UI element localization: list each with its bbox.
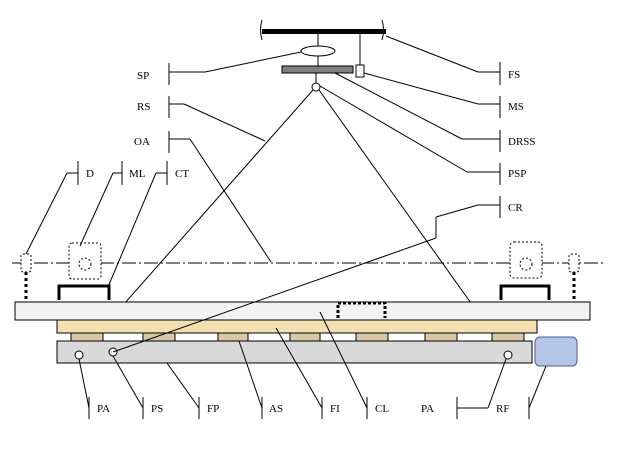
label-group-fs: FS xyxy=(385,35,520,85)
label-group-fp: FP xyxy=(166,362,219,419)
label-pa-left: PA xyxy=(97,403,110,415)
wood-board xyxy=(56,319,538,334)
label-cl: CL xyxy=(375,403,389,415)
table-top xyxy=(14,301,591,321)
focal-point xyxy=(311,82,321,92)
label-group-ml: ML xyxy=(79,161,146,247)
label-rf: RF xyxy=(496,403,509,415)
label-fi: FI xyxy=(330,403,340,415)
detector-box xyxy=(534,336,578,367)
label-cr: CR xyxy=(508,202,523,214)
label-fs: FS xyxy=(508,69,520,81)
label-group-cr: CR xyxy=(112,196,523,353)
label-psp: PSP xyxy=(508,168,526,180)
label-group-as: AS xyxy=(238,340,283,419)
pin-left xyxy=(74,350,84,360)
label-ps: PS xyxy=(151,403,163,415)
label-drss: DRSS xyxy=(508,136,536,148)
right-marker xyxy=(499,241,551,300)
label-oa: OA xyxy=(134,136,150,148)
label-group-sp: SP xyxy=(137,51,302,85)
label-d: D xyxy=(86,168,94,180)
label-group-fi: FI xyxy=(275,327,340,419)
label-group-d: D xyxy=(25,161,94,255)
right-dashed-support xyxy=(568,253,580,302)
label-rs: RS xyxy=(137,101,150,113)
label-ml: ML xyxy=(129,168,146,180)
label-group-ps: PS xyxy=(112,355,163,419)
label-group-pa-right: PA xyxy=(421,358,507,419)
source-ellipse xyxy=(300,45,336,57)
left-dashed-support xyxy=(20,253,32,302)
label-group-rf: RF xyxy=(496,365,547,419)
label-sp: SP xyxy=(137,70,149,82)
label-group-drss: DRSS xyxy=(334,72,536,152)
label-as: AS xyxy=(269,403,283,415)
plate-disc xyxy=(281,65,354,74)
left-marker xyxy=(57,242,111,300)
small-sensor xyxy=(355,64,365,78)
bottom-plate xyxy=(56,340,533,364)
label-group-ms: MS xyxy=(363,72,524,118)
pad-blocks xyxy=(70,332,525,342)
label-fp: FP xyxy=(207,403,219,415)
label-pa-right: PA xyxy=(421,403,434,415)
label-ms: MS xyxy=(508,101,524,113)
label-ct: CT xyxy=(175,168,189,180)
label-group-pa-left: PA xyxy=(78,358,110,419)
label-group-cl: CL xyxy=(319,311,389,419)
label-group-psp: PSP xyxy=(319,85,526,185)
dotted-bracket xyxy=(336,301,387,318)
pin-right xyxy=(503,350,513,360)
label-group-ct: CT xyxy=(107,161,189,288)
label-group-oa: OA xyxy=(134,131,272,263)
ceiling-mount xyxy=(260,19,386,65)
label-group-rs: RS xyxy=(137,96,266,142)
